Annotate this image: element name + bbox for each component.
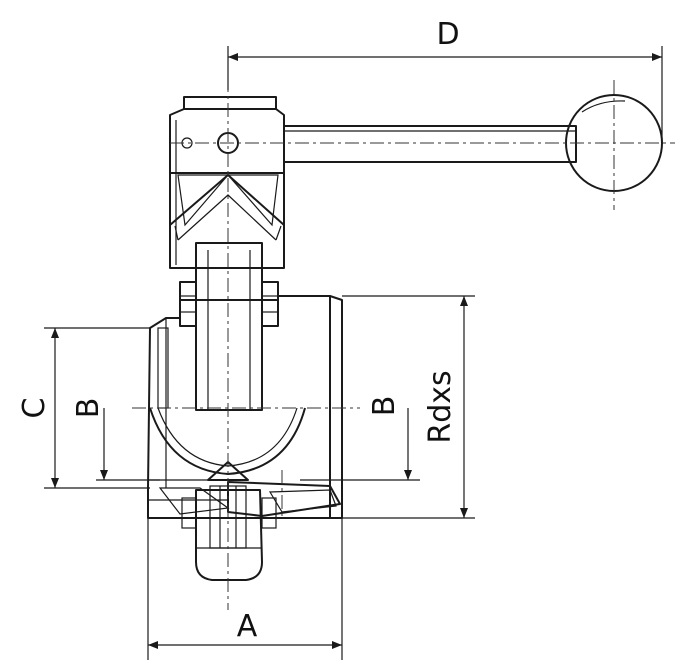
dimension-a: A <box>147 518 343 660</box>
valve-body <box>147 295 343 529</box>
dimension-rdxs: Rdxs <box>342 295 475 519</box>
dimension-label-a: A <box>237 609 258 644</box>
dimension-label-b-right: B <box>367 396 402 417</box>
valve-stem <box>179 242 279 411</box>
dimension-label-rdxs: Rdxs <box>423 370 458 443</box>
centerlines <box>132 78 675 610</box>
hex-nut-left <box>179 281 197 327</box>
dimension-label-d: D <box>436 17 459 52</box>
dimension-b-left: B <box>71 398 160 481</box>
dimension-label-b-left: B <box>71 398 106 419</box>
dimension-label-c: C <box>17 398 52 419</box>
dimension-d: D <box>227 17 663 143</box>
hex-nut-right <box>261 281 279 327</box>
dimension-c: C <box>17 327 150 489</box>
dimension-b-right: B <box>300 396 420 481</box>
